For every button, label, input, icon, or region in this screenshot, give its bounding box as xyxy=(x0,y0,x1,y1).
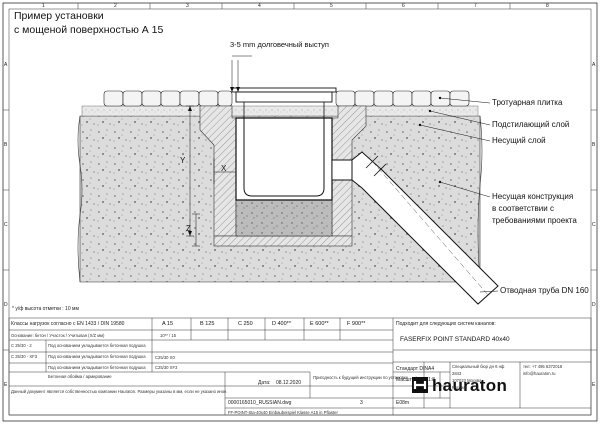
sheet-info: E08m xyxy=(396,400,410,406)
table-row-desc-3: Под основанием укладывается бетонная под… xyxy=(48,365,146,370)
border-number-8: 8 xyxy=(546,3,549,9)
drain-frame xyxy=(235,91,333,103)
outlet-socket xyxy=(331,159,353,181)
border-number-6: 6 xyxy=(402,3,405,9)
table-row-desc-4: Бетонная обойма / армирование xyxy=(48,374,112,379)
page-number: 3 xyxy=(360,400,363,406)
callout-paving: Тротуарная плитка xyxy=(492,98,563,107)
product-name: FASERFIX POINT STANDARD 40x40 xyxy=(400,336,510,343)
company-logo-text: hauraton xyxy=(432,376,508,395)
table-row-value-3: C25/30 X0 xyxy=(155,355,175,360)
border-number-7: 7 xyxy=(474,3,477,9)
scale-label: Масштаб xyxy=(396,377,418,383)
load-class-header: Классы нагрузок согласно с EN 1433 / DIN… xyxy=(11,321,125,327)
load-class-d400: D 400** xyxy=(272,321,291,327)
callout-structure-line3: требованиями проекта xyxy=(492,216,577,225)
border-letter-d: D xyxy=(4,302,8,308)
border-letter-e-right: E xyxy=(592,382,596,388)
drawing-number: 0000165010_RUSSIAN.dwg xyxy=(228,400,292,406)
table-row-value-4: C25/30 XF3 xyxy=(155,365,178,370)
border-ticks xyxy=(3,3,597,351)
date-value: 08.12.2020 xyxy=(276,380,302,386)
company-address-4: Россия xyxy=(452,385,466,390)
border-letter-d-right: D xyxy=(592,302,596,308)
concrete-row-value: 10** / 15 xyxy=(160,333,177,338)
border-letter-a: A xyxy=(4,62,8,68)
concrete-foundation xyxy=(235,199,333,237)
remark-text: Пригодность к будущей инструкции по уста… xyxy=(313,375,410,380)
table-row-code-1: С 25/30 - 2 xyxy=(11,343,32,348)
bedding-layer xyxy=(81,105,479,117)
callout-leaders xyxy=(419,97,499,293)
drawing-title-line1: Пример установки xyxy=(14,10,104,22)
load-class-e600: E 600** xyxy=(310,321,329,327)
suitable-systems-label: Подходит для следующих систем каналов: xyxy=(396,321,496,327)
border-letter-c: C xyxy=(4,222,8,228)
callout-structure-line2: в соответствии с xyxy=(492,204,554,213)
border-letter-b-right: B xyxy=(592,142,596,148)
load-class-b125: B 125 xyxy=(200,321,215,327)
point-drain-inner xyxy=(243,118,325,197)
border-number-4: 4 xyxy=(258,3,261,9)
drain-grating-top xyxy=(231,87,337,93)
company-address-1: Специальный бюр дн 6 нф xyxy=(452,364,505,369)
drawing-title-line2: с мощеной поверхностью А 15 xyxy=(14,24,164,36)
overhang-label: 3-5 mm долговечный выступ xyxy=(230,40,329,49)
footer-filename: FF-POINT-Sta-40x40 Einbaubeispiel Klasse… xyxy=(228,410,338,415)
load-class-f900: F 900** xyxy=(347,321,366,327)
date-label: Дата: xyxy=(258,380,271,386)
company-address-2: 2843 xyxy=(452,371,462,376)
company-email: info@hauraton.ru xyxy=(523,371,556,376)
point-drain-body xyxy=(235,117,333,201)
concrete-row-label: Основание: бетон / Участок / Учитывая (X… xyxy=(11,333,105,338)
dimension-arrows xyxy=(188,87,240,236)
scale-value: 1:8 xyxy=(428,377,435,383)
border-letter-b: B xyxy=(4,142,8,148)
border-letter-e: E xyxy=(4,382,8,388)
company-phone: тел: +7 495 6372018 xyxy=(523,364,563,369)
callout-base: Несущий слой xyxy=(492,136,546,145)
hauraton-logo-icon xyxy=(412,377,428,393)
load-class-a15: A 15 xyxy=(162,321,174,327)
callout-pipe: Отводная труба DN 160 xyxy=(500,286,589,295)
footnote: * у/ф высота отметки : 10 мм xyxy=(12,306,79,312)
dimension-lines xyxy=(186,55,252,247)
dimension-y-label: Y xyxy=(180,156,186,165)
table-row-desc-1: Под основанием укладывается бетонная под… xyxy=(48,343,146,348)
table-row-desc-2: Под основанием укладывается бетонная под… xyxy=(48,354,146,359)
standard-label: Стандарт DIN xyxy=(396,366,429,372)
callout-bedding: Подстилающий слой xyxy=(492,120,570,129)
border-letter-a-right: A xyxy=(592,62,596,68)
border-number-5: 5 xyxy=(330,3,333,9)
company-address-3: 107023 Москва xyxy=(452,378,482,383)
border-letter-c-right: C xyxy=(592,222,596,228)
dimension-z-label: Z xyxy=(186,224,191,233)
drainage-pipe xyxy=(351,151,499,305)
copyright-notes: Данный документ является собственностью … xyxy=(11,389,228,394)
border-number-2: 2 xyxy=(114,3,117,9)
dimension-x-label: X xyxy=(221,164,227,173)
concrete-base-hatched xyxy=(213,235,353,247)
load-class-c250: C 250 xyxy=(238,321,253,327)
border-number-1: 1 xyxy=(42,3,45,9)
table-row-code-2: С 25/30 - XF3 xyxy=(11,354,38,359)
standard-value: A4 xyxy=(428,366,435,372)
callout-structure-line1: Несущая конструкция xyxy=(492,192,574,201)
border-number-3: 3 xyxy=(186,3,189,9)
